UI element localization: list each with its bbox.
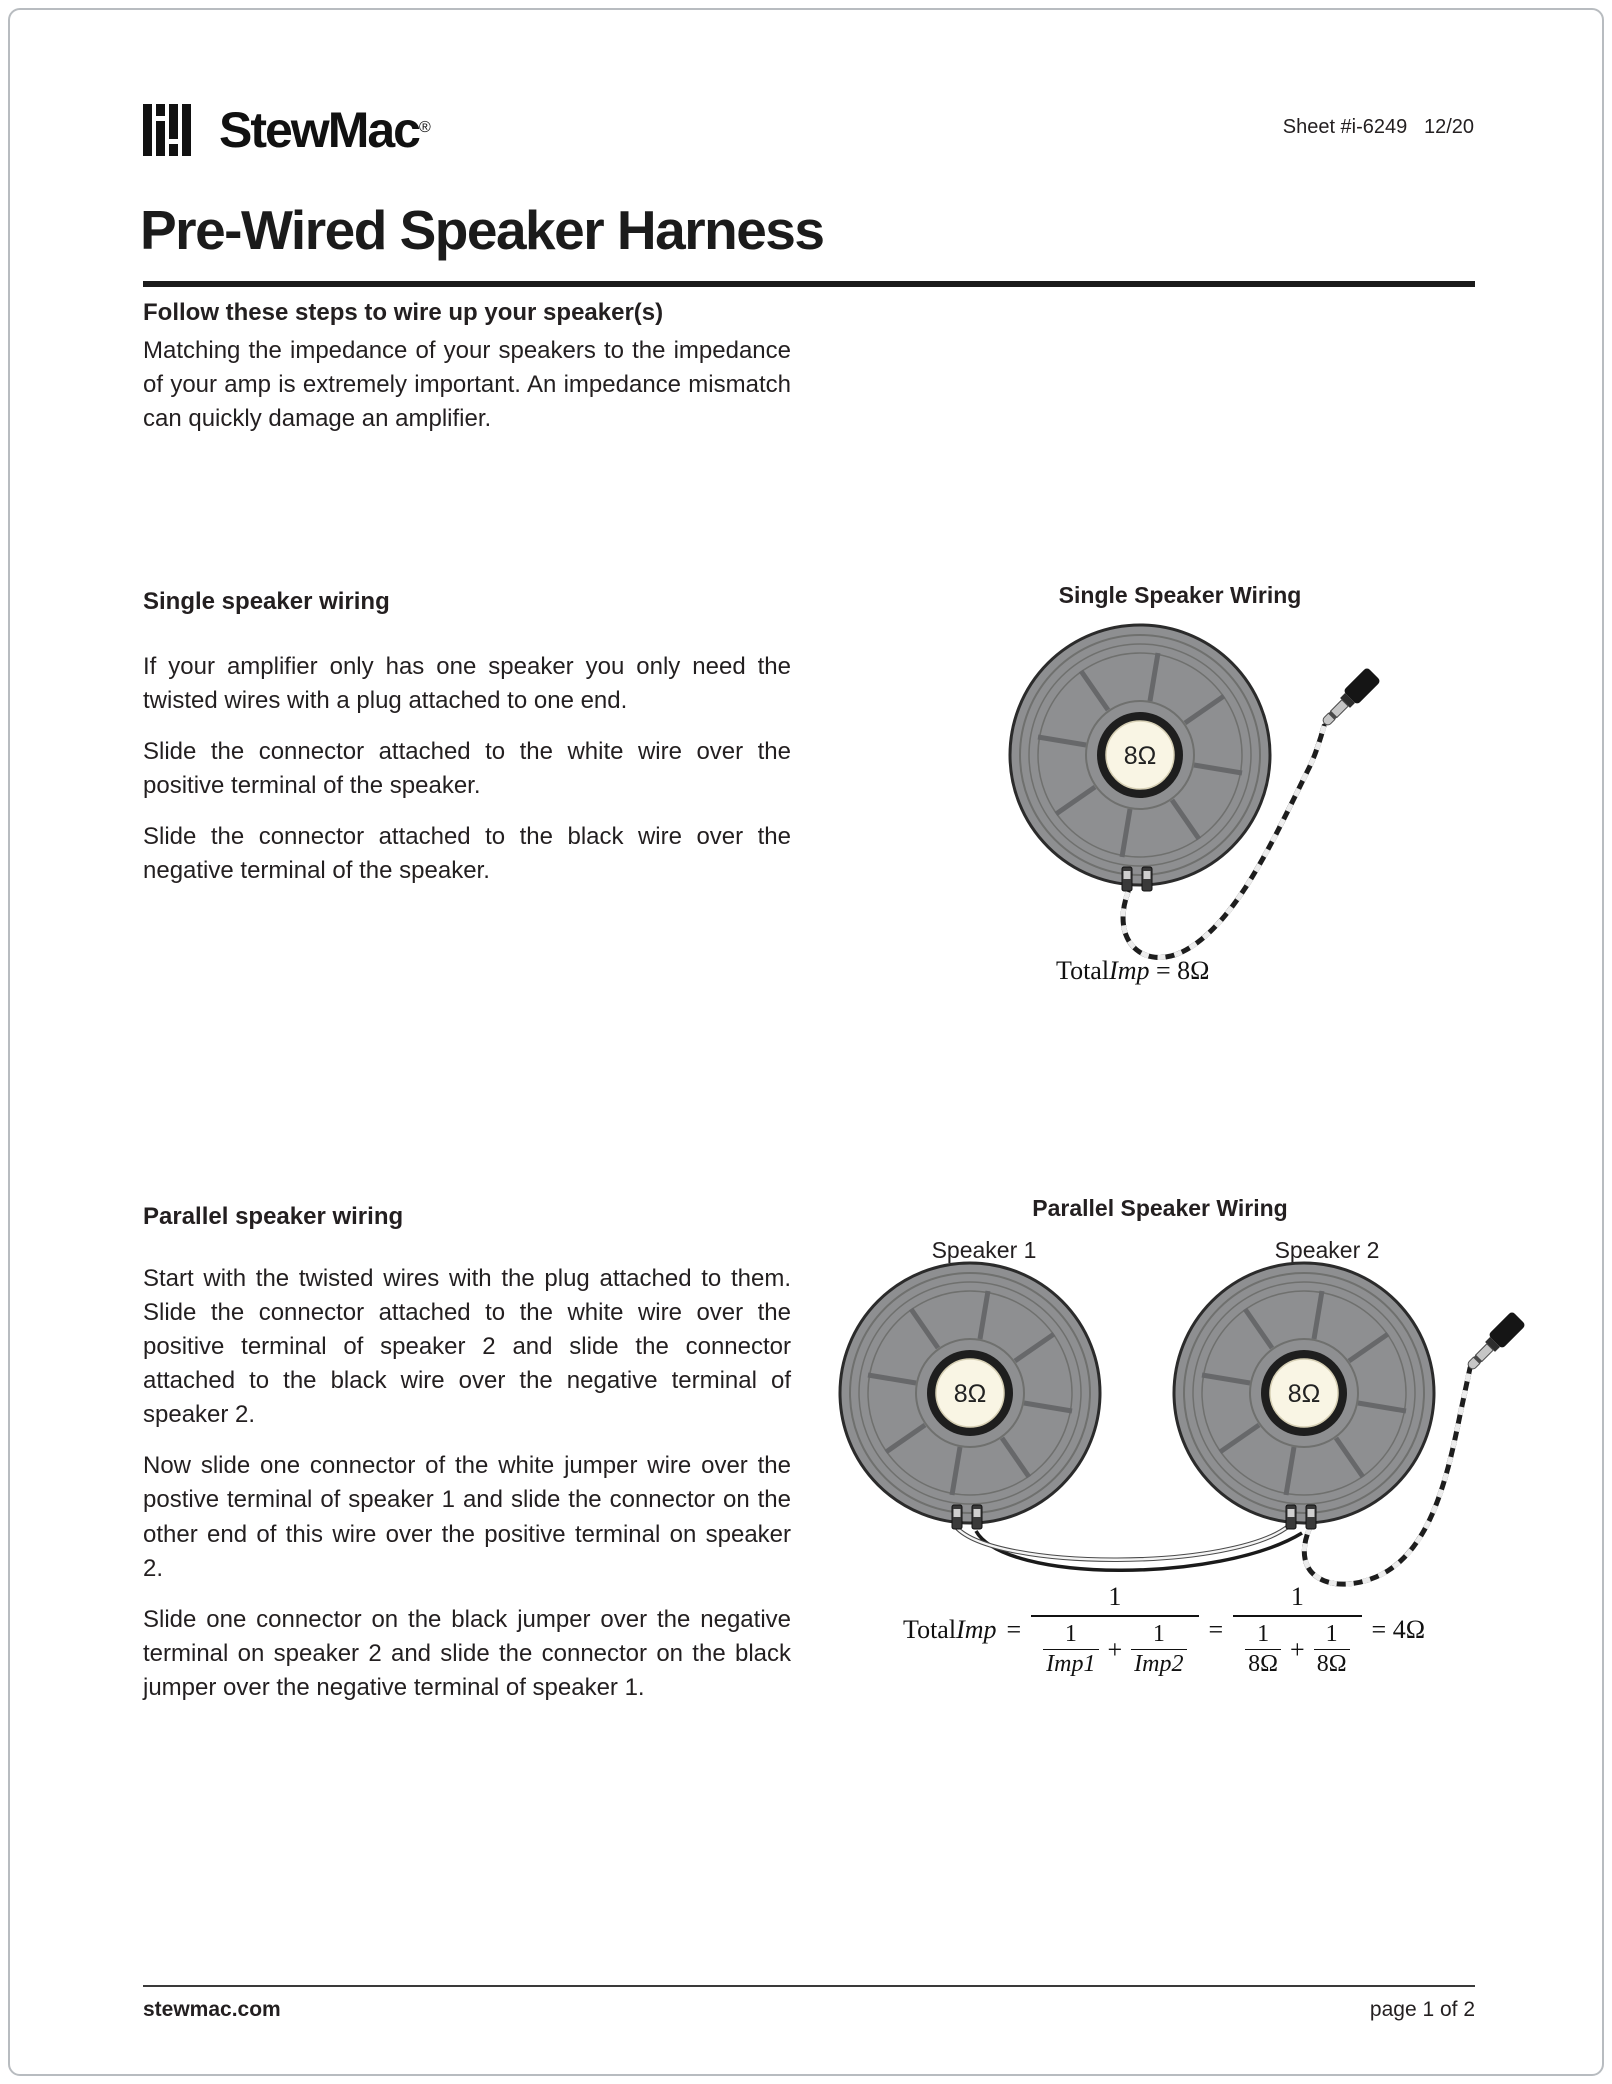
- intro-heading: Follow these steps to wire up your speak…: [143, 299, 664, 326]
- numerator: 1: [1325, 1621, 1338, 1647]
- impedance-formula: TotalImp = 1 1 Imp1 + 1 Imp2 = 1 1 8Ω + …: [903, 1582, 1425, 1678]
- parallel-speaker-diagram: Parallel Speaker Wiring Speaker 1 Speake…: [790, 1195, 1530, 1605]
- paragraph: Slide one connector on the black jumper …: [143, 1605, 791, 1701]
- single-diagram-title: Single Speaker Wiring: [1058, 582, 1302, 608]
- equals-sign: =: [1006, 1615, 1022, 1644]
- fraction-numeric: 1 1 8Ω + 1 8Ω: [1233, 1582, 1362, 1678]
- denominator: 1 8Ω + 1 8Ω: [1233, 1615, 1362, 1678]
- stewmac-logo-mark-icon: [143, 104, 191, 156]
- plus-sign: +: [1290, 1634, 1305, 1664]
- single-wiring-paragraphs: If your amplifier only has one speaker y…: [143, 650, 791, 905]
- intro-body: Matching the impedance of your speakers …: [143, 337, 791, 433]
- stewmac-logo: StewMac®: [143, 102, 431, 158]
- single-wiring-heading: Single speaker wiring: [143, 588, 390, 615]
- imp-word: Imp: [1109, 956, 1150, 985]
- footer-site: stewmac.com: [143, 1998, 281, 2021]
- parallel-wiring-paragraphs: Start with the twisted wires with the pl…: [143, 1262, 791, 1722]
- white-jumper-wire: [954, 1523, 1292, 1562]
- formula-result: = 4Ω: [1371, 1615, 1426, 1644]
- sub-fraction: 1 Imp2: [1131, 1621, 1187, 1678]
- paragraph: Slide the connector attached to the whit…: [143, 738, 791, 800]
- paragraph: Start with the twisted wires with the pl…: [143, 1265, 791, 1429]
- page-title: Pre-Wired Speaker Harness: [140, 199, 825, 261]
- paragraph: Now slide one connector of the white jum…: [143, 1452, 791, 1582]
- twisted-wire: [1301, 1365, 1473, 1587]
- sub-fraction: 1 8Ω: [1245, 1621, 1282, 1678]
- single-speaker-diagram: Single Speaker Wiring: [880, 580, 1480, 1050]
- quarter-inch-plug-icon: [1316, 666, 1382, 732]
- total-word: Total: [1056, 956, 1110, 985]
- numerator: 1: [1257, 1621, 1270, 1647]
- logo-wordmark: StewMac: [219, 102, 421, 158]
- formula-lhs: TotalImp: [903, 1615, 997, 1645]
- imp-word: Imp: [956, 1615, 997, 1644]
- total-word: Total: [903, 1615, 957, 1644]
- parallel-wiring-heading: Parallel speaker wiring: [143, 1203, 404, 1230]
- denominator: 8Ω: [1245, 1649, 1282, 1678]
- numerator: 1: [1064, 1621, 1077, 1647]
- numerator: 1: [1290, 1582, 1304, 1611]
- sheet-number: Sheet #i-6249 12/20: [1282, 116, 1474, 138]
- denominator: Imp1: [1043, 1649, 1099, 1678]
- twisted-wire: [1120, 723, 1327, 960]
- parallel-speaker-illustration: 8Ω 8Ω: [790, 1255, 1527, 1587]
- speaker1-impedance-label: 8Ω: [954, 1380, 987, 1408]
- speaker1-label: Speaker 1: [931, 1237, 1037, 1263]
- sub-fraction: 1 8Ω: [1313, 1621, 1350, 1678]
- equals-sign: =: [1208, 1615, 1224, 1644]
- fraction-symbolic: 1 1 Imp1 + 1 Imp2: [1031, 1582, 1199, 1678]
- black-jumper-wire: [974, 1530, 1303, 1572]
- paragraph: If your amplifier only has one speaker y…: [143, 653, 791, 715]
- total-value: = 8Ω: [1156, 956, 1210, 985]
- plus-sign: +: [1107, 1634, 1123, 1664]
- numerator: 1: [1108, 1582, 1122, 1611]
- denominator: 8Ω: [1313, 1649, 1350, 1678]
- speaker-impedance-label: 8Ω: [1124, 742, 1157, 770]
- sub-fraction: 1 Imp1: [1043, 1621, 1099, 1678]
- footer-page-number: page 1 of 2: [1369, 1998, 1475, 2021]
- footer-divider: [143, 1985, 1475, 1987]
- logo-text: StewMac®: [219, 102, 431, 158]
- denominator: 1 Imp1 + 1 Imp2: [1031, 1615, 1199, 1678]
- registered-mark-icon: ®: [418, 119, 431, 136]
- title-divider: [143, 281, 1475, 287]
- denominator: Imp2: [1131, 1649, 1187, 1678]
- parallel-diagram-title: Parallel Speaker Wiring: [1032, 1195, 1288, 1221]
- single-speaker-illustration: 8Ω: [880, 620, 1382, 960]
- quarter-inch-plug-icon: [1461, 1310, 1527, 1376]
- speaker2-impedance-label: 8Ω: [1288, 1380, 1321, 1408]
- numerator: 1: [1152, 1621, 1165, 1647]
- paragraph: Slide the connector attached to the blac…: [143, 823, 791, 885]
- speaker2-label: Speaker 2: [1274, 1237, 1380, 1263]
- single-total-impedance-label: TotalImp = 8Ω: [1056, 956, 1210, 986]
